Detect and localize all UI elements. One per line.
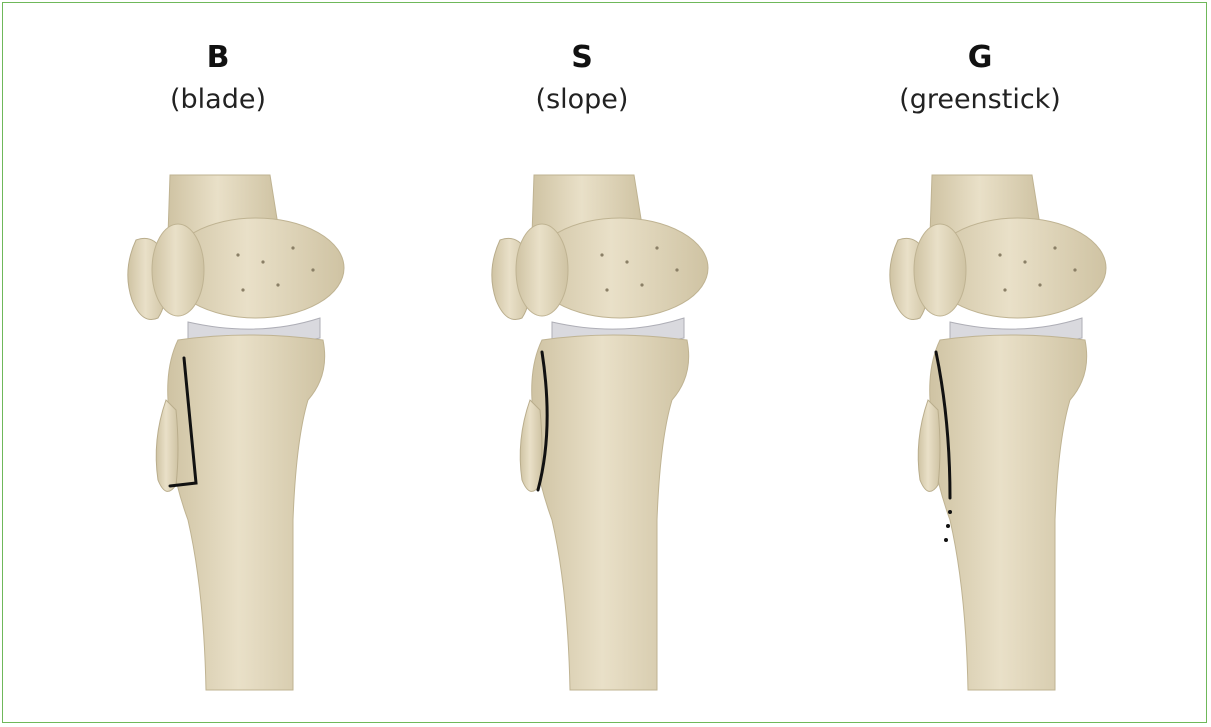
femoral-condyle-front bbox=[516, 224, 568, 316]
fracture-dot bbox=[948, 510, 952, 514]
knee-illustration bbox=[402, 0, 762, 727]
knee-illustration bbox=[38, 0, 398, 727]
bone-pore bbox=[1023, 260, 1026, 263]
femoral-condyle-front bbox=[914, 224, 966, 316]
bone-pore bbox=[261, 260, 264, 263]
bone-pore bbox=[1073, 268, 1076, 271]
tibial-tubercle bbox=[520, 400, 542, 491]
panel-greenstick: G (greenstick) bbox=[800, 0, 1160, 727]
bone-pore bbox=[1003, 288, 1006, 291]
femoral-condyle-front bbox=[152, 224, 204, 316]
bone-pore bbox=[236, 253, 239, 256]
bone-pore bbox=[600, 253, 603, 256]
bone-pore bbox=[625, 260, 628, 263]
tibia bbox=[532, 335, 689, 690]
bone-pore bbox=[311, 268, 314, 271]
tibia bbox=[930, 335, 1087, 690]
fracture-dot bbox=[944, 538, 948, 542]
bone-pore bbox=[655, 246, 658, 249]
bone-pore bbox=[605, 288, 608, 291]
tibial-tubercle bbox=[156, 400, 178, 491]
panel-slope: S (slope) bbox=[402, 0, 762, 727]
bone-pore bbox=[675, 268, 678, 271]
knee-illustration bbox=[800, 0, 1160, 727]
bone-pore bbox=[241, 288, 244, 291]
bone-pore bbox=[291, 246, 294, 249]
bone-pore bbox=[640, 283, 643, 286]
bone-pore bbox=[1053, 246, 1056, 249]
bone-pore bbox=[1038, 283, 1041, 286]
bone-pore bbox=[998, 253, 1001, 256]
tibial-tubercle bbox=[918, 400, 940, 491]
fracture-dot bbox=[946, 524, 950, 528]
tibia bbox=[168, 335, 325, 690]
panel-blade: B (blade) bbox=[38, 0, 398, 727]
bone-pore bbox=[276, 283, 279, 286]
